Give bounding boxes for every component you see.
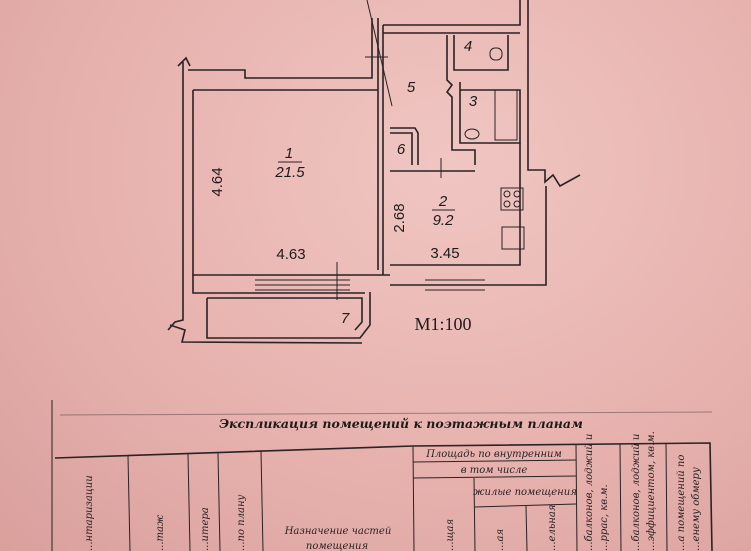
header-balconies-coef: ...балконов, лоджий и <box>631 434 642 551</box>
room-1-number: 1 <box>285 145 293 162</box>
room-2-number: 2 <box>438 193 448 210</box>
room-3-number: 3 <box>469 93 478 110</box>
header-auxiliary: ...ельная <box>547 505 558 551</box>
sink-icon <box>464 128 480 140</box>
room-4-number: 4 <box>464 38 472 55</box>
scale-label: M1:100 <box>414 314 471 334</box>
toilet-icon <box>489 47 503 61</box>
stove-icon <box>500 187 524 211</box>
header-area-inner: Площадь по внутренним <box>425 449 562 460</box>
header-living-main: ...ая <box>495 529 506 551</box>
outer-wall-left <box>167 62 184 331</box>
balcony <box>206 292 371 339</box>
header-purpose-2: помещения <box>306 541 368 551</box>
dim-room1-height: 4.64 <box>209 167 226 196</box>
header-inventory: ...нтаризации <box>84 475 95 551</box>
room-1-area: 21.5 <box>274 164 305 181</box>
wall-top-left <box>188 18 373 79</box>
dim-room2-height: 2.68 <box>391 203 408 232</box>
header-balconies: ...балконов, лоджий и <box>584 434 595 551</box>
windows <box>255 262 485 300</box>
wall-top-right <box>383 0 521 26</box>
header-outer: ...а помещений по <box>676 455 687 551</box>
dim-room1-width: 4.63 <box>276 246 305 263</box>
explication-table: Экспликация помещений к поэтажным планам… <box>51 400 713 551</box>
header-letter: ...итера <box>200 507 211 551</box>
table-title: Экспликация помещений к поэтажным планам <box>219 416 583 431</box>
room-7-number: 7 <box>341 310 350 327</box>
header-purpose: Назначение частей <box>284 526 392 537</box>
header-balconies-coef-2: ...эффициентом, кв.м. <box>646 431 657 551</box>
floor-plan <box>167 0 581 344</box>
header-living: жилые помещения <box>473 487 577 498</box>
header-floor: ...таж <box>155 514 166 551</box>
header-balconies-2: ...ррас, кв.м. <box>599 484 610 551</box>
bathtub-icon <box>494 89 518 141</box>
header-plan-no: ...по плану <box>236 494 247 551</box>
outer-wall-right <box>527 0 581 188</box>
header-outer-2: ...енему обмеру <box>691 467 702 551</box>
header-including: в том числе <box>461 465 528 476</box>
room-5-number: 5 <box>407 79 416 96</box>
dim-room2-width: 3.45 <box>430 245 459 262</box>
room-2-area: 9.2 <box>433 212 455 229</box>
counter-icon <box>501 226 525 250</box>
header-total: ...щая <box>445 519 456 551</box>
break-mark <box>177 56 191 67</box>
room-6-number: 6 <box>397 141 406 158</box>
